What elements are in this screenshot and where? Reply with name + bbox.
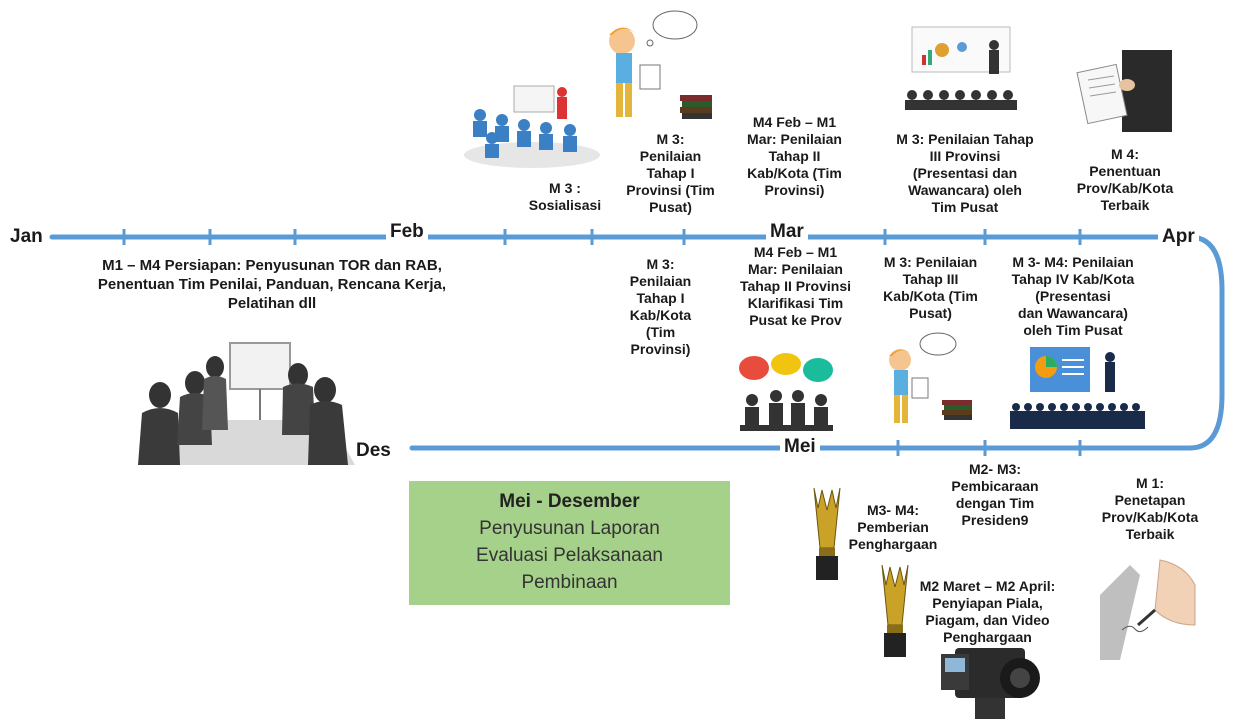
month-apr: Apr: [1158, 226, 1199, 248]
presentation-icon: [905, 26, 1017, 110]
month-des: Des: [352, 440, 395, 462]
label-tahap2-kabkota: M4 Feb – M1 Mar: Penilaian Tahap II Kab/…: [747, 114, 842, 198]
label-tahap2-provinsi: M4 Feb – M1 Mar: Penilaian Tahap II Prov…: [740, 244, 851, 328]
label-pemberian: M3- M4: Pemberian Penghargaan: [848, 502, 938, 552]
thinking-man-icon-2: [889, 332, 972, 423]
label-sosialisasi: M 3 : Sosialisasi: [528, 180, 602, 213]
label-tahap1-kabkota: M 3: Penilaian Tahap I Kab/Kota (Tim Pro…: [629, 256, 692, 357]
summary-box: Mei - Desember Penyusunan Laporan Evalua…: [409, 481, 730, 605]
month-mar: Mar: [766, 221, 808, 243]
document-review-icon: [1076, 50, 1172, 132]
summary-body: Penyusunan Laporan Evaluasi Pelaksanaan …: [476, 518, 663, 593]
month-mei: Mei: [780, 436, 820, 458]
label-penentuan: M 4: Penentuan Prov/Kab/Kota Terbaik: [1076, 146, 1174, 213]
summary-title: Mei - Desember: [499, 491, 640, 512]
meeting-silhouette-icon: [138, 342, 355, 465]
video-camera-icon: [941, 648, 1040, 719]
trophy-icon: [813, 488, 841, 580]
month-jan: Jan: [7, 226, 46, 248]
label-tahap4-kabkota: M 3- M4: Penilaian Tahap IV Kab/Kota (Pr…: [1011, 254, 1135, 338]
audience-presentation-icon: [1010, 347, 1145, 429]
label-penetapan: M 1: Penetapan Prov/Kab/Kota Terbaik: [1101, 475, 1199, 542]
label-pembicaraan: M2- M3: Pembicaraan dengan Tim Presiden9: [951, 461, 1039, 528]
label-tahap3-kabkota: M 3: Penilaian Tahap III Kab/Kota (Tim P…: [883, 254, 978, 321]
signing-hand-icon: [1100, 559, 1196, 660]
label-tahap3-provinsi: M 3: Penilaian Tahap III Provinsi (Prese…: [896, 131, 1034, 215]
thinking-man-icon: [609, 10, 712, 119]
training-class-icon: [464, 85, 600, 168]
label-tahap1-provinsi: M 3: Penilaian Tahap I Provinsi (Tim Pus…: [626, 131, 715, 215]
month-feb: Feb: [386, 221, 428, 243]
label-penyiapan: M2 Maret – M2 April: Penyiapan Piala, Pi…: [919, 578, 1056, 645]
trophy-icon-2: [881, 565, 909, 657]
discussion-icon: [739, 353, 833, 431]
timeline-curve: [1187, 234, 1225, 451]
label-persiapan: M1 – M4 Persiapan: Penyusunan TOR dan RA…: [97, 257, 447, 312]
